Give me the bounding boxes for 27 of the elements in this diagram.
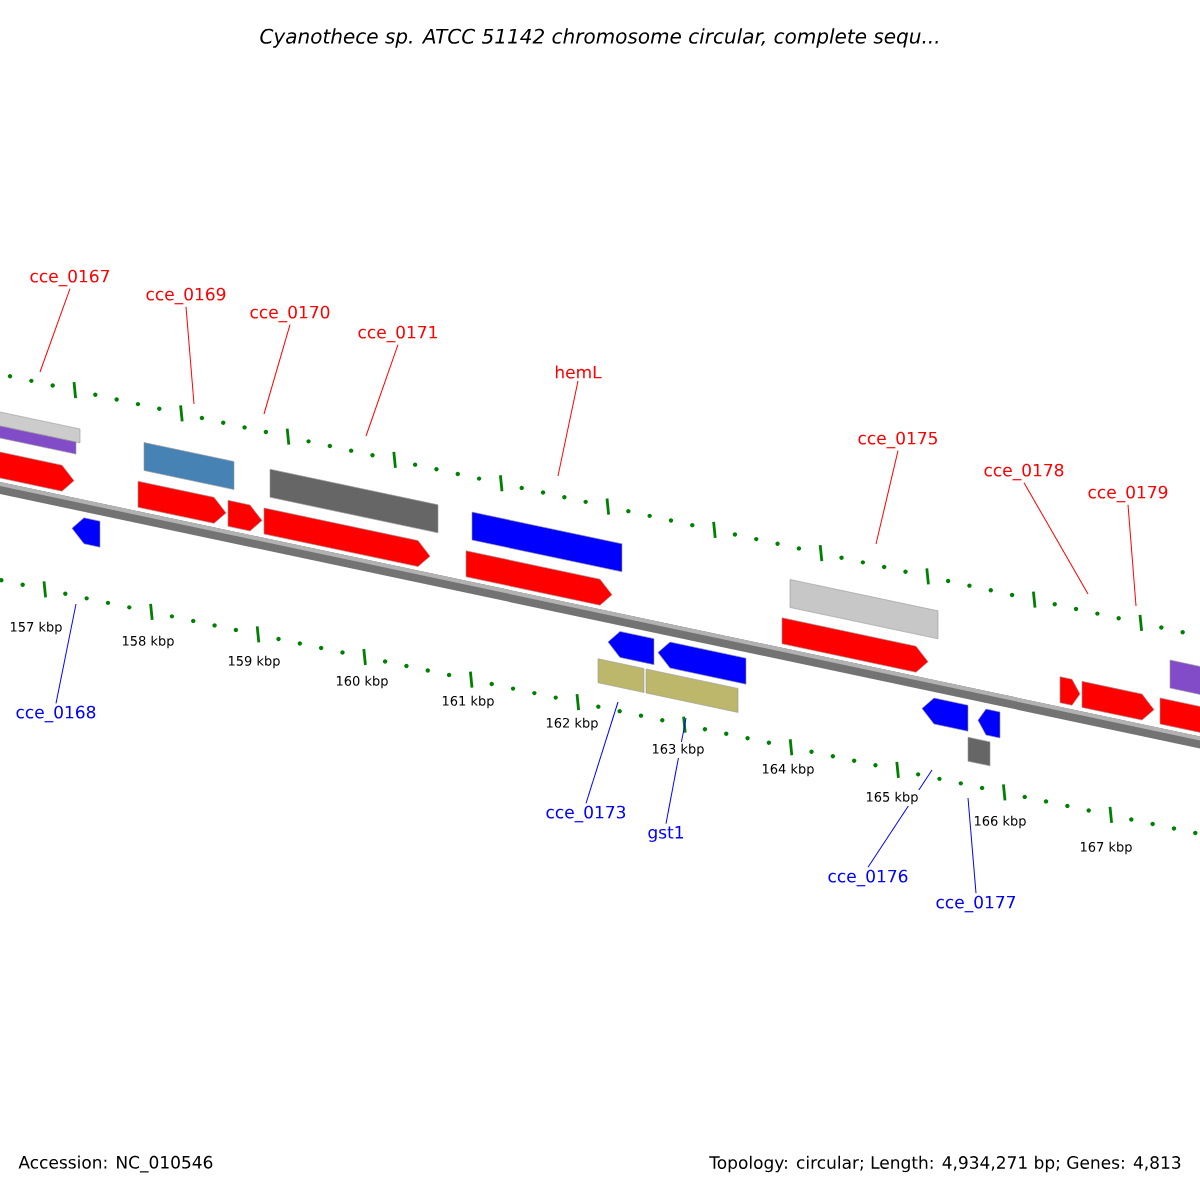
gene-label: cce_0170 [250,305,330,323]
gene-label: cce_0179 [1088,485,1168,503]
gene-label: cce_0169 [146,287,226,305]
gene-label: cce_0173 [546,805,626,823]
leader-line [967,797,977,894]
leader-line [185,306,195,405]
leader-line [585,701,619,804]
footer-text: Topology: circular; Length: 4,934,271 bp; Genes: 4,813 [709,1155,1181,1173]
footer-text: Accession: NC_010546 [18,1155,213,1173]
gene-label: cce_0177 [936,895,1015,913]
gene-label: cce_0171 [358,325,437,343]
leader-line [1023,482,1089,595]
leader-line [557,380,579,477]
gene-label: hemL [555,365,602,379]
gene-label: cce_0167 [30,269,109,287]
leader-line [263,324,291,415]
leader-line [1127,504,1137,607]
title: Cyanothece sp. ATCC 51142 chromosome circular, complete sequ... [260,28,938,48]
leader-line [39,288,71,373]
gene-label: cce_0175 [858,431,937,449]
gene-label: gst1 [648,826,683,842]
gene-label: cce_0178 [984,463,1064,481]
leader-line [55,603,77,704]
gene-label: cce_0168 [16,705,96,723]
leader-line [875,450,899,545]
leader-line [365,344,399,437]
gene-label: cce_0176 [828,869,908,887]
